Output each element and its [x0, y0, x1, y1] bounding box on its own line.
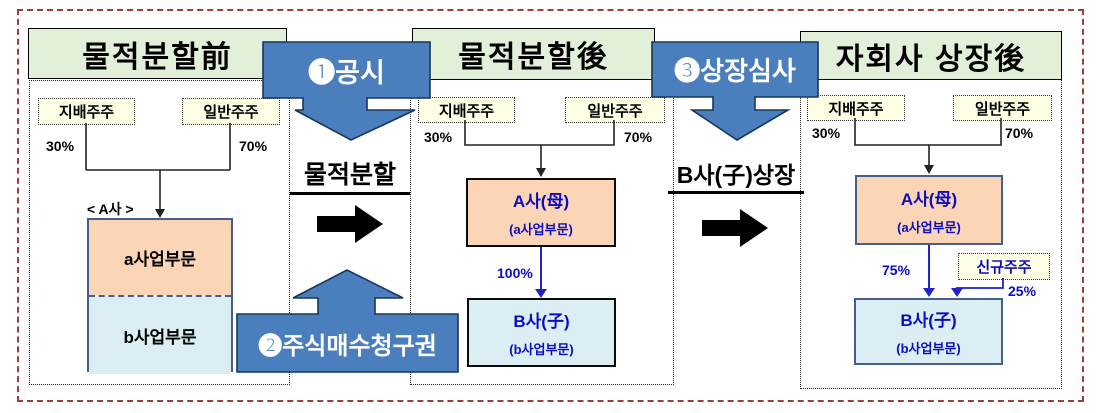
after-parent-name: A사(母) — [512, 192, 570, 211]
after-parent-sub: (a사업부문) — [509, 222, 573, 237]
listed-controlling-pct: 30% — [812, 125, 841, 141]
step2-label: ❷주식매수청구권 — [258, 332, 437, 360]
before-controlling-pct: 30% — [46, 138, 75, 154]
listed-controlling-shareholder-box: 지배주주 — [807, 95, 905, 121]
after-subsidiary-name: B사(子) — [513, 312, 570, 331]
before-company-box: a사업부문 b사업부문 — [87, 218, 233, 374]
spinoff-transition-label: 물적분할 — [290, 155, 410, 195]
panel-listed-title: 자회사 상장後 — [800, 31, 1062, 80]
before-general-pct: 70% — [239, 138, 268, 154]
before-division-a: a사업부문 — [89, 220, 231, 295]
panel-before-frame — [29, 80, 290, 385]
listed-parent-name: A사(母) — [900, 189, 958, 209]
before-company-caption: < A사 > — [87, 201, 134, 217]
listed-general-shareholder-box: 일반주주 — [953, 95, 1052, 121]
after-general-shareholder-box: 일반주주 — [565, 97, 665, 123]
listed-subsidiary-company-box: B사(子) (b사업부문) — [854, 298, 1003, 365]
after-subsidiary-sub: (b사업부문) — [509, 342, 574, 357]
spinoff-right-arrow-icon — [317, 205, 383, 243]
listed-subsidiary-sub: (b사업부문) — [896, 341, 961, 356]
step1-label: ❶공시 — [308, 57, 385, 88]
panel-after-title: 물적분할後 — [412, 28, 655, 80]
listed-new-shareholder-box: 신규주주 — [958, 253, 1050, 280]
after-general-pct: 70% — [624, 129, 653, 145]
before-controlling-shareholder-box: 지배주주 — [38, 98, 135, 125]
panel-before-title: 물적분할前 — [28, 28, 287, 79]
before-general-shareholder-box: 일반주주 — [182, 98, 280, 125]
listing-right-arrow-icon — [702, 209, 768, 247]
listed-parent-company-box: A사(母) (a사업부문) — [855, 175, 1003, 245]
after-subsidiary-company-box: B사(子) (b사업부문) — [467, 298, 616, 367]
listed-parent-sub: (a사업부문) — [897, 219, 961, 235]
after-controlling-pct: 30% — [424, 129, 453, 145]
after-ownership-pct: 100% — [497, 265, 533, 281]
before-division-b: b사업부문 — [89, 295, 231, 374]
after-parent-company-box: A사(母) (a사업부문) — [466, 178, 616, 247]
listed-ownership-pct: 75% — [882, 262, 911, 278]
listed-subsidiary-name: B사(子) — [900, 311, 957, 330]
listed-new-shareholder-pct: 25% — [1008, 283, 1037, 299]
listing-transition-label: B사(子)상장 — [668, 156, 804, 194]
step3-label: ❸상장심사 — [674, 56, 796, 86]
listed-general-pct: 70% — [1005, 125, 1034, 141]
after-controlling-shareholder-box: 지배주주 — [418, 97, 515, 123]
